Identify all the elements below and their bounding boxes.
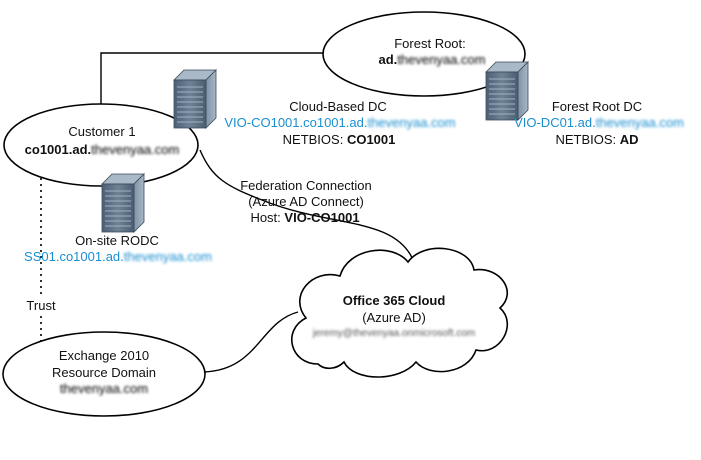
forest-root-domain-label: ad.thevenyaa.com xyxy=(379,52,486,67)
federation-line1: Federation Connection xyxy=(240,178,372,193)
server-rack-icon xyxy=(173,69,217,129)
forest-root-dc-title: Forest Root DC xyxy=(552,99,642,114)
exchange-title-line1: Exchange 2010 xyxy=(59,348,149,363)
cloud-dc-label: Cloud-Based DC VIO-CO1001.co1001.ad.thev… xyxy=(224,99,455,147)
forest-root-dc-fqdn: VIO-DC01.ad.thevenyaa.com xyxy=(514,115,684,130)
office365-subtitle: (Azure AD) xyxy=(362,310,426,325)
federation-label: Federation Connection (Azure AD Connect)… xyxy=(240,178,372,225)
exchange-domain-label: thevenyaa.com xyxy=(60,381,148,396)
rodc-fqdn: SS01.co1001.ad.thevenyaa.com xyxy=(24,249,212,264)
server-rack-icon xyxy=(485,61,529,121)
office365-cloud: Office 365 Cloud (Azure AD) jeremy@theve… xyxy=(290,247,509,378)
forest-root-dc-label: Forest Root DC VIO-DC01.ad.thevenyaa.com… xyxy=(514,99,684,147)
rodc-label: On-site RODC SS01.co1001.ad.thevenyaa.co… xyxy=(24,233,212,264)
rodc-title: On-site RODC xyxy=(75,233,159,248)
server-rack-icon xyxy=(101,173,145,233)
connections xyxy=(40,52,415,373)
trust-label-group: Trust xyxy=(24,297,58,313)
forest-root-domain: Forest Root: ad.thevenyaa.com xyxy=(322,11,526,97)
federation-connector xyxy=(199,149,415,263)
customer1-title: Customer 1 xyxy=(68,124,135,139)
cloud-shape xyxy=(290,247,509,378)
forest-root-title: Forest Root: xyxy=(394,36,466,51)
forest-root-dc-netbios: NETBIOS: AD xyxy=(555,132,638,147)
customer1-to-forest-root-connector xyxy=(100,52,325,112)
customer1-domain-label: co1001.ad.thevenyaa.com xyxy=(25,142,180,157)
federation-line2: (Azure AD Connect) xyxy=(248,194,364,209)
cloud-dc-fqdn: VIO-CO1001.co1001.ad.thevenyaa.com xyxy=(224,115,455,130)
exchange-resource-domain: Exchange 2010 Resource Domain thevenyaa.… xyxy=(2,331,206,417)
exchange-title-line2: Resource Domain xyxy=(52,365,156,380)
customer1-domain: Customer 1 co1001.ad.thevenyaa.com xyxy=(3,103,199,187)
federation-host: Host: VIO-CO1001 xyxy=(250,210,359,225)
trust-label: Trust xyxy=(26,298,56,313)
cloud-dc-netbios: NETBIOS: CO1001 xyxy=(283,132,396,147)
cloud-dc-title: Cloud-Based DC xyxy=(289,99,387,114)
exchange-to-office365-connector xyxy=(203,311,299,373)
office365-title: Office 365 Cloud xyxy=(343,293,446,308)
office365-account: jeremy@thevenyaa.onmicrosoft.com xyxy=(312,328,475,339)
